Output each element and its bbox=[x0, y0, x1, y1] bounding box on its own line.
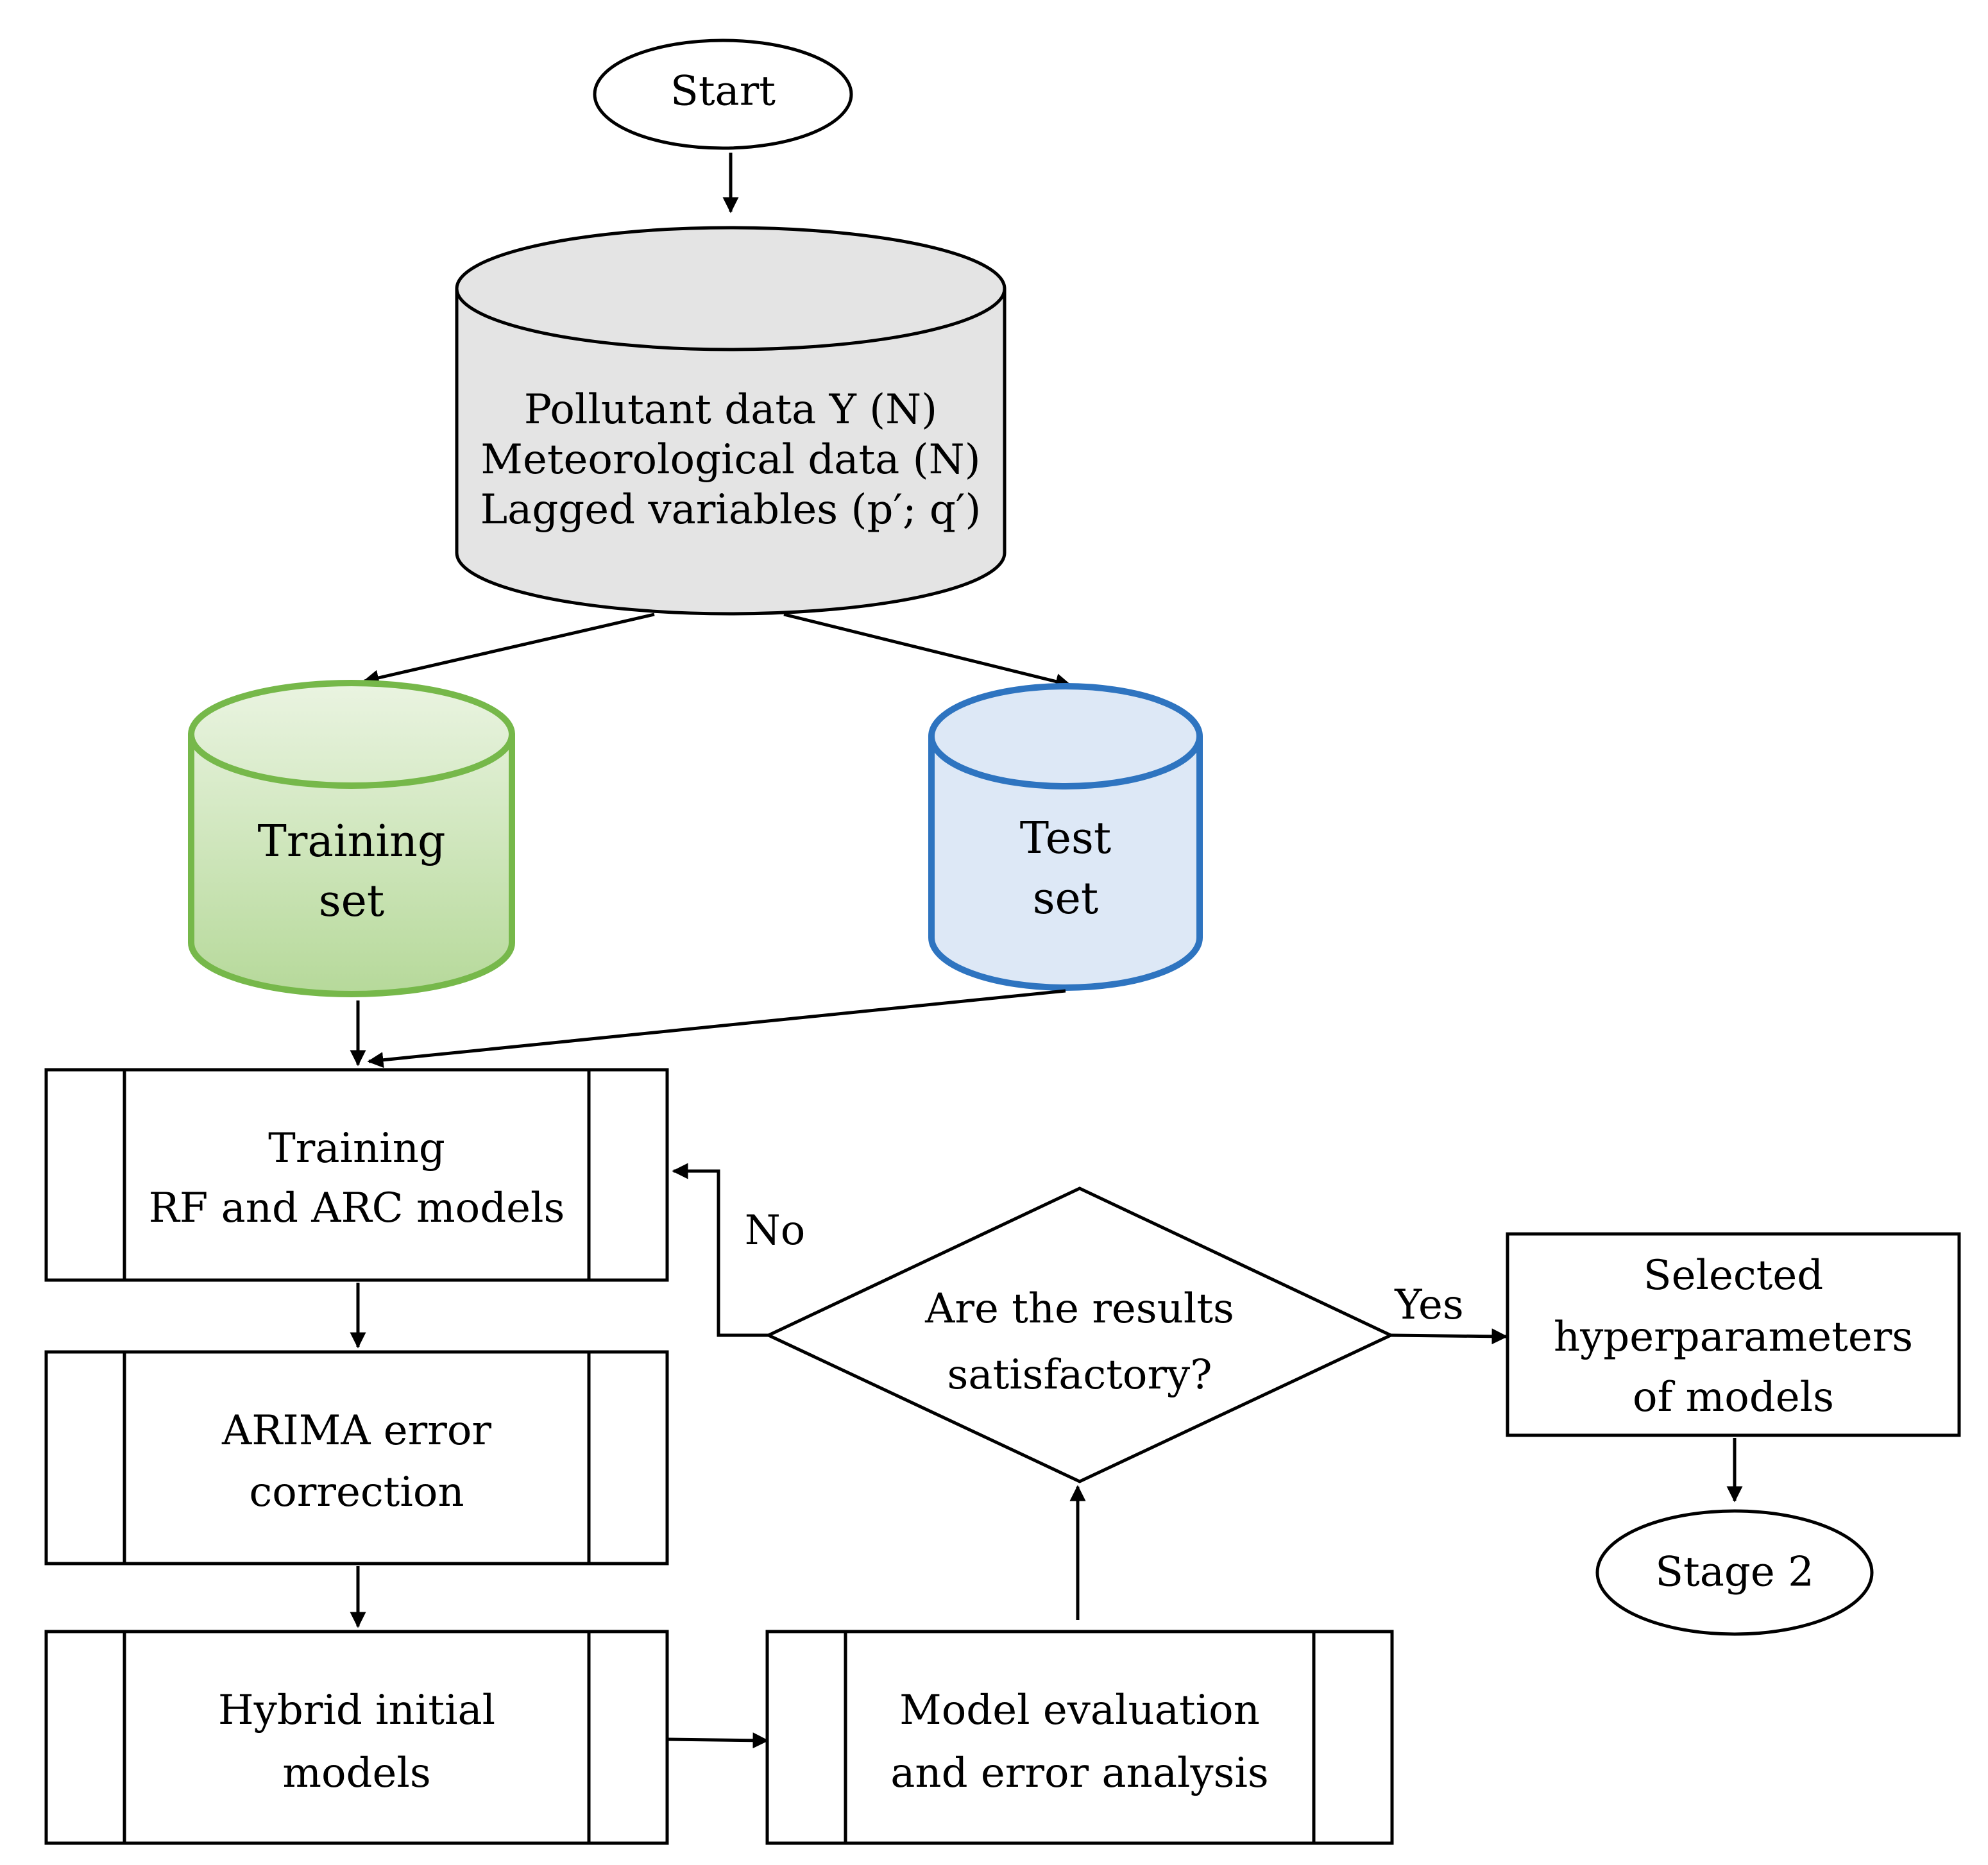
data-line-1: Pollutant data Y (N) bbox=[524, 386, 937, 434]
test-set-line-2: set bbox=[1033, 873, 1098, 924]
test-set-cylinder: Test set bbox=[928, 683, 1203, 991]
stage2-label: Stage 2 bbox=[1655, 1549, 1814, 1596]
evaluation-line-1: Model evaluation bbox=[899, 1687, 1260, 1734]
arima-line-1: ARIMA error bbox=[221, 1407, 491, 1455]
data-line-2: Meteorological data (N) bbox=[480, 436, 980, 484]
arrow-data-to-training bbox=[362, 612, 655, 686]
test-set-line-1: Test bbox=[1020, 813, 1112, 864]
selected-box: Selected hyperparameters of models bbox=[1506, 1232, 1961, 1437]
decision-line-2: satisfactory? bbox=[947, 1351, 1212, 1399]
arrow-decision-no bbox=[672, 1163, 769, 1337]
evaluation-line-2: and error analysis bbox=[890, 1750, 1269, 1797]
training-set-line-1: Training bbox=[257, 816, 445, 867]
stage2-node: Stage 2 bbox=[1595, 1509, 1874, 1636]
evaluation-box: Model evaluation and error analysis bbox=[765, 1630, 1394, 1845]
decision-line-1: Are the results bbox=[924, 1285, 1234, 1333]
hybrid-line-1: Hybrid initial bbox=[218, 1687, 495, 1734]
data-line-3: Lagged variables (p′; q′) bbox=[480, 486, 981, 534]
arrow-data-to-test bbox=[783, 612, 1072, 689]
training-models-line-1: Training bbox=[268, 1125, 445, 1172]
arrow-test-set-to-models bbox=[367, 989, 1066, 1068]
data-cylinder: Pollutant data Y (N) Meteorological data… bbox=[455, 226, 1007, 616]
start-node: Start bbox=[593, 38, 853, 150]
arima-box: ARIMA error correction bbox=[44, 1350, 669, 1565]
selected-line-3: of models bbox=[1633, 1374, 1834, 1421]
edge-label-yes: Yes bbox=[1394, 1281, 1463, 1329]
selected-line-1: Selected bbox=[1644, 1252, 1823, 1299]
arrow-hybrid-to-evaluation bbox=[667, 1732, 769, 1749]
arrow-decision-yes bbox=[1390, 1328, 1508, 1345]
selected-line-2: hyperparameters bbox=[1554, 1313, 1913, 1361]
training-models-box: Training RF and ARC models bbox=[44, 1068, 669, 1282]
training-models-line-2: RF and ARC models bbox=[149, 1185, 565, 1232]
start-label: Start bbox=[670, 68, 776, 115]
arima-line-2: correction bbox=[249, 1469, 464, 1516]
hybrid-box: Hybrid initial models bbox=[44, 1630, 669, 1845]
training-set-line-2: set bbox=[319, 876, 384, 927]
decision-diamond: Are the results satisfactory? bbox=[765, 1186, 1395, 1483]
edge-label-no: No bbox=[745, 1207, 806, 1254]
training-set-cylinder: Training set bbox=[188, 680, 515, 997]
hybrid-line-2: models bbox=[282, 1750, 430, 1797]
